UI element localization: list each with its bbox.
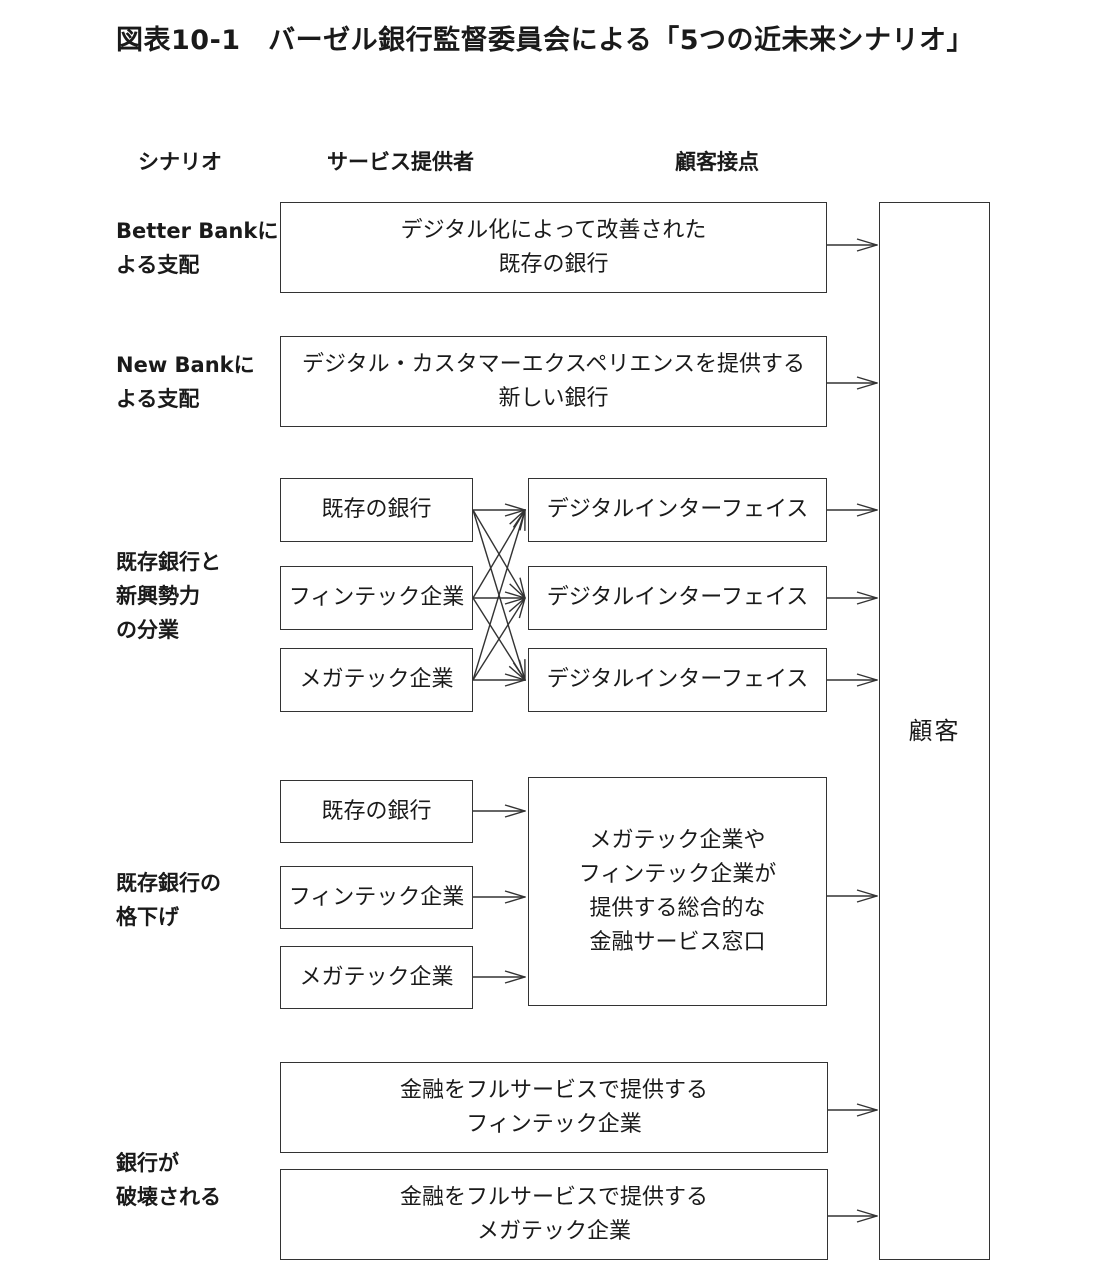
header-provider: サービス提供者: [327, 150, 474, 174]
scenario-label-4: 既存銀行の格下げ: [116, 871, 221, 929]
s5-fintech-box: 金融をフルサービスで提供するフィンテック企業: [280, 1062, 828, 1153]
s4-provider-fintech: フィンテック企業: [280, 866, 473, 929]
figure-title: 図表10-1 バーゼル銀行監督委員会による「5つの近未来シナリオ」: [116, 25, 975, 56]
s4-provider-bank: 既存の銀行: [280, 780, 473, 843]
scenario-label-5: 銀行が破壊される: [116, 1151, 221, 1209]
scenario-label-1: Better Bankによる支配: [116, 219, 279, 277]
header-scenario: シナリオ: [138, 150, 222, 174]
s3-provider-fintech: フィンテック企業: [280, 566, 473, 630]
s3-interface-3: デジタルインターフェイス: [528, 648, 827, 712]
s3-provider-megatech: メガテック企業: [280, 648, 473, 712]
s3-provider-bank: 既存の銀行: [280, 478, 473, 542]
s4-hub-box: メガテック企業やフィンテック企業が提供する総合的な金融サービス窓口: [528, 777, 827, 1006]
new-bank-box: デジタル・カスタマーエクスペリエンスを提供する新しい銀行: [280, 336, 827, 427]
s4-provider-megatech: メガテック企業: [280, 946, 473, 1009]
s3-interface-1: デジタルインターフェイス: [528, 478, 827, 542]
better-bank-box: デジタル化によって改善された既存の銀行: [280, 202, 827, 293]
customer-box: 顧客: [879, 202, 990, 1260]
scenario-label-2: New Bankによる支配: [116, 353, 255, 411]
header-touchpoint: 顧客接点: [675, 150, 759, 174]
s5-megatech-box: 金融をフルサービスで提供するメガテック企業: [280, 1169, 828, 1260]
scenario-label-3: 既存銀行と新興勢力の分業: [116, 550, 221, 642]
s3-interface-2: デジタルインターフェイス: [528, 566, 827, 630]
